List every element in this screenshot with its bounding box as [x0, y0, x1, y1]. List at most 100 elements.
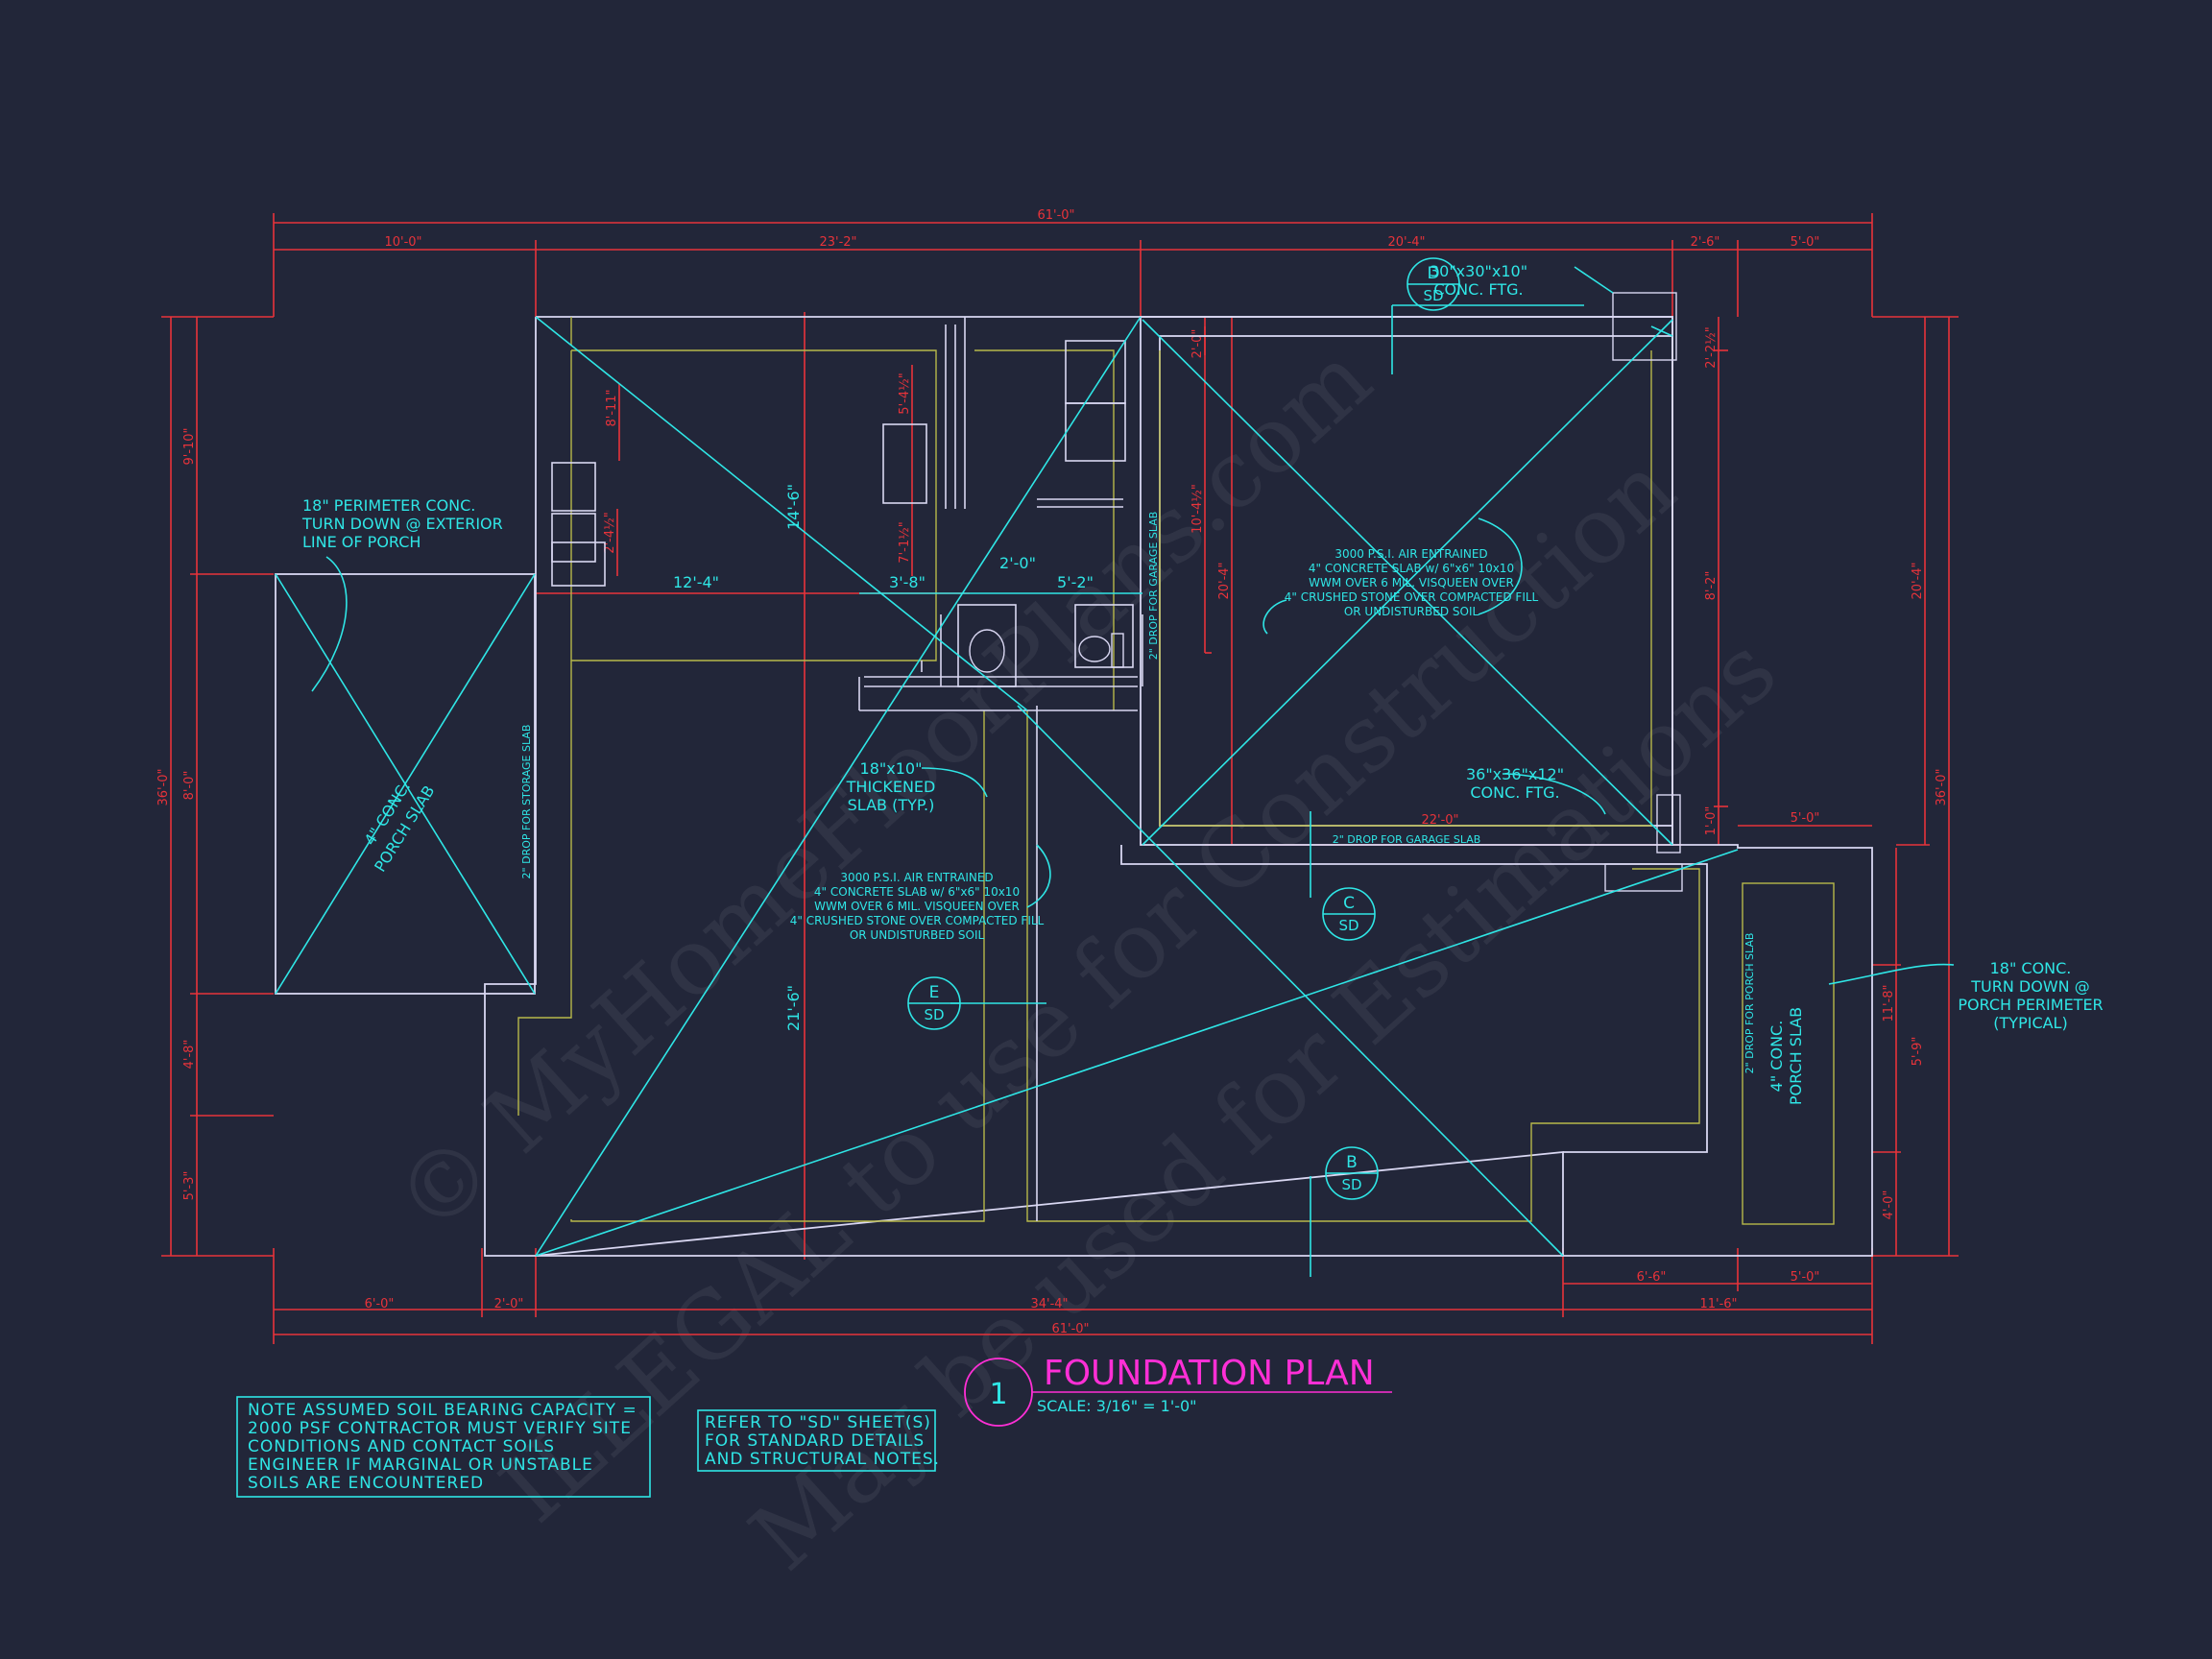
slab-garage-5: OR UNDISTURBED SOIL [1344, 605, 1479, 618]
thickened-1: 18"x10" [860, 759, 923, 778]
dim-left-5-3: 5'-3" [182, 1171, 197, 1201]
toilet-icon [1078, 636, 1111, 662]
dim-left-overall: 36'-0" [156, 768, 171, 805]
thickened-2: THICKENED [846, 778, 936, 796]
porch-slab-right-1: 4" CONC. [1767, 1021, 1786, 1093]
dim-small-2-4: 2'-4½" [603, 512, 617, 553]
svg-text:SD: SD [1338, 917, 1358, 934]
dim-bottom-11-6: 11'-6" [1699, 1297, 1737, 1311]
footing-top-1: 30"x30"x10" [1430, 262, 1527, 280]
dim-right-8-2: 8'-2" [1704, 571, 1719, 601]
svg-text:SD: SD [1423, 287, 1443, 304]
dim-garage-10-4: 10'-4½" [1190, 484, 1205, 534]
svg-text:D: D [1427, 264, 1439, 283]
slab-main-1: 3000 P.S.I. AIR ENTRAINED [840, 871, 993, 884]
garage-drop-vertical: 2" DROP FOR GARAGE SLAB [1147, 512, 1160, 661]
refer-note-box: REFER TO "SD" SHEET(S) FOR STANDARD DETA… [697, 1409, 940, 1472]
soil-note-3: CONDITIONS AND CONTACT SOILS [248, 1437, 555, 1456]
footing-mid-2: CONC. FTG. [1470, 783, 1559, 802]
perimeter-note-right-4: (TYPICAL) [1993, 1014, 2067, 1032]
dim-right-2-2: 2'-2½" [1704, 326, 1719, 368]
dim-right-4-0: 4'-0" [1882, 1190, 1896, 1220]
section-marker-e[interactable]: E SD [907, 976, 961, 1030]
footing-mid-1: 36"x36"x12" [1466, 765, 1564, 783]
slab-garage-2: 4" CONCRETE SLAB w/ 6"x6" 10x10 [1309, 562, 1514, 575]
dim-left-8-0: 8'-0" [182, 771, 197, 801]
dim-small-8: 8'-11" [605, 389, 619, 426]
dim-top-overall: 61'-0" [1037, 208, 1074, 223]
dim-bottom-2: 2'-0" [494, 1297, 524, 1311]
svg-text:SD: SD [924, 1006, 944, 1023]
dim-left-4-8: 4'-8" [182, 1040, 197, 1070]
dim-right-11-8: 11'-8" [1882, 984, 1896, 1022]
dim-right-1: 1'-0" [1704, 806, 1719, 836]
fixtures [969, 292, 1683, 892]
dim-right-overall: 36'-0" [1935, 768, 1949, 805]
dim-top-23: 23'-2" [819, 235, 856, 250]
title-number: 1 [989, 1378, 1007, 1411]
garage-drop-horizontal: 2" DROP FOR GARAGE SLAB [1333, 833, 1481, 846]
refer-note-1: REFER TO "SD" SHEET(S) [705, 1413, 931, 1432]
section-marker-c[interactable]: C SD [1322, 887, 1376, 941]
slab-garage-3: WWM OVER 6 MIL. VISQUEEN OVER [1309, 576, 1514, 589]
slab-garage-4: 4" CRUSHED STONE OVER COMPACTED FILL [1285, 590, 1539, 604]
perimeter-note-left-1: 18" PERIMETER CONC. [302, 496, 475, 515]
dim-bottom-overall: 61'-0" [1051, 1322, 1089, 1336]
refer-note-2: FOR STANDARD DETAILS [705, 1431, 925, 1451]
soil-note-box: NOTE ASSUMED SOIL BEARING CAPACITY = 200… [236, 1396, 651, 1498]
section-markers: D SD C SD E SD B SD [907, 257, 1460, 1200]
section-marker-b[interactable]: B SD [1325, 1146, 1379, 1200]
perimeter-note-right-3: PORCH PERIMETER [1958, 996, 2103, 1014]
slab-main-5: OR UNDISTURBED SOIL [850, 928, 985, 942]
slab-main-4: 4" CRUSHED STONE OVER COMPACTED FILL [790, 914, 1045, 927]
slab-main-3: WWM OVER 6 MIL. VISQUEEN OVER [814, 900, 1020, 913]
interior-walls [551, 317, 1143, 1221]
dim-right-5-9: 5'-9" [1911, 1037, 1925, 1067]
footing-square-top [1612, 292, 1677, 361]
title-text: FOUNDATION PLAN [1044, 1354, 1375, 1393]
dim-top-20: 20'-4" [1387, 235, 1425, 250]
dim-2-0: 2'-0" [999, 554, 1036, 572]
soil-note-2: 2000 PSF CONTRACTOR MUST VERIFY SITE [248, 1419, 632, 1438]
dim-inner-5-right: 5'-0" [1791, 811, 1820, 826]
dim-bottom-6: 6'-0" [365, 1297, 395, 1311]
dim-top-5: 5'-0" [1791, 235, 1820, 250]
footing-top-2: CONC. FTG. [1433, 280, 1523, 299]
dim-right-20-4: 20'-4" [1911, 562, 1925, 599]
dim-bottom-5: 5'-0" [1791, 1270, 1820, 1285]
slab-main-2: 4" CONCRETE SLAB w/ 6"x6" 10x10 [814, 885, 1020, 899]
perimeter-note-left-2: TURN DOWN @ EXTERIOR [301, 515, 503, 533]
dim-top-10: 10'-0" [384, 235, 421, 250]
svg-text:SD: SD [1341, 1176, 1361, 1193]
slab-garage-1: 3000 P.S.I. AIR ENTRAINED [1334, 547, 1487, 561]
perimeter-note-right-1: 18" CONC. [1990, 959, 2072, 977]
section-marker-d[interactable]: D SD [1407, 257, 1460, 311]
dim-14-6: 14'-6" [784, 484, 803, 530]
refer-note-3: AND STRUCTURAL NOTES. [705, 1450, 940, 1469]
title-scale: SCALE: 3/16" = 1'-0" [1037, 1397, 1197, 1415]
soil-note-1: NOTE ASSUMED SOIL BEARING CAPACITY = [248, 1401, 637, 1420]
dim-left-9-10: 9'-10" [182, 427, 197, 465]
dim-bottom-6-6: 6'-6" [1637, 1270, 1667, 1285]
left-porch-outline [275, 573, 536, 995]
thickened-3: SLAB (TYP.) [848, 796, 935, 814]
perimeter-note-right-2: TURN DOWN @ [1970, 977, 2089, 996]
dim-12-4: 12'-4" [673, 573, 719, 591]
soil-note-5: SOILS ARE ENCOUNTERED [248, 1474, 484, 1493]
dim-5-2: 5'-2" [1057, 573, 1094, 591]
soil-note-4: ENGINEER IF MARGINAL OR UNSTABLE [248, 1455, 593, 1475]
dim-small-5-4: 5'-4½" [898, 373, 912, 414]
dim-bottom-34: 34'-4" [1030, 1297, 1068, 1311]
dim-21-6: 21'-6" [784, 985, 803, 1031]
dim-small-7-1: 7'-1½" [898, 521, 912, 563]
sink-icon [969, 629, 1005, 673]
drawing-title: 1 FOUNDATION PLAN SCALE: 3/16" = 1'-0" [964, 1354, 1392, 1427]
dim-inner-22: 22'-0" [1421, 813, 1458, 828]
svg-text:B: B [1346, 1153, 1358, 1172]
perimeter-note-left-3: LINE OF PORCH [302, 533, 421, 551]
inner-offset-lines [517, 317, 1835, 1225]
porch-drop-right: 2" DROP FOR PORCH SLAB [1743, 933, 1756, 1074]
storage-drop-label: 2" DROP FOR STORAGE SLAB [520, 725, 533, 879]
annotation-lines [275, 266, 1955, 1277]
